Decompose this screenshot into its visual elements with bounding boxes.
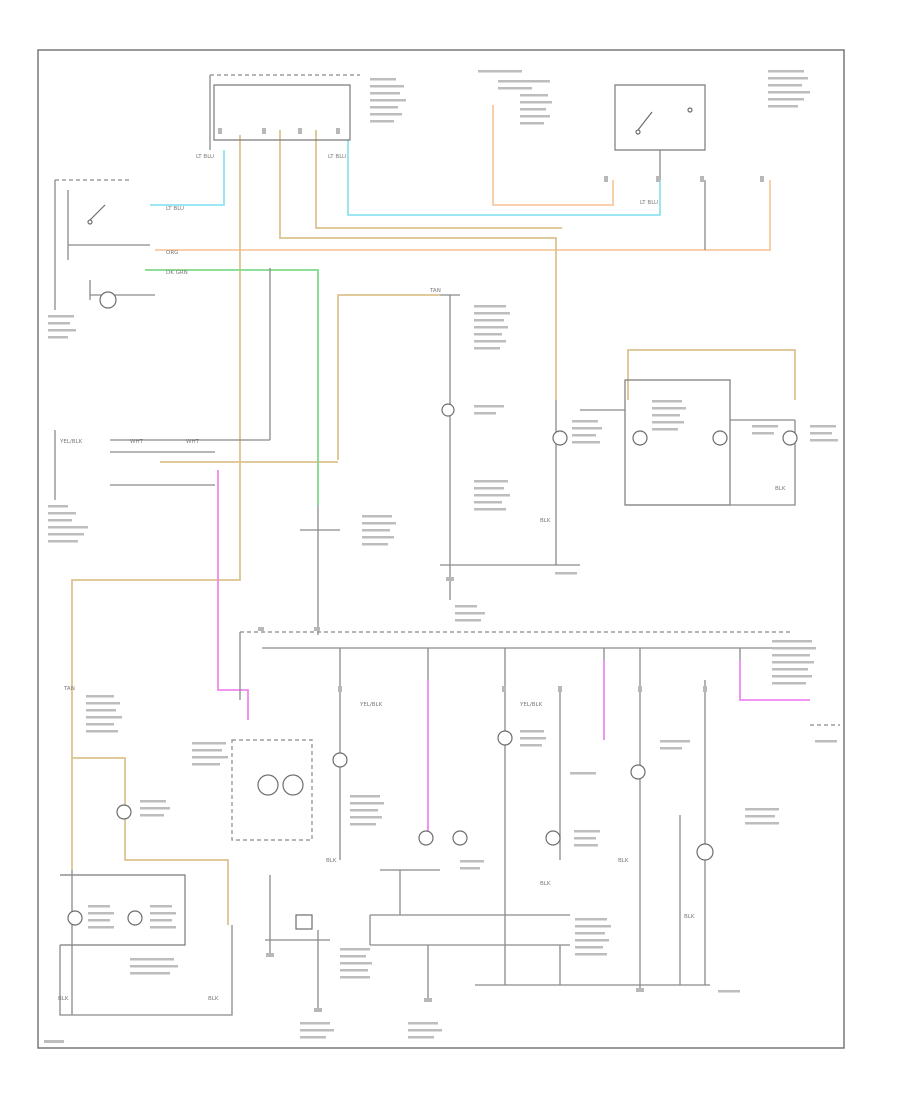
label-lt-blu-1: LT BLU	[196, 154, 214, 160]
wire-tan-4	[337, 294, 440, 460]
wire-tan-6	[627, 349, 796, 400]
label-blk-4: BLK	[540, 881, 551, 887]
lamp-row-2-icon	[332, 752, 348, 768]
component-label-blocks	[44, 70, 838, 1043]
lamp-right-c-icon	[782, 430, 798, 446]
wire-labels: LT BLU LT BLU LT BLU LT BLU ORG DK GRN T…	[58, 154, 786, 1002]
wire-lt-blu-left	[150, 150, 225, 206]
wire-orange-main	[155, 180, 771, 251]
dimmer-lamp-icon	[99, 291, 117, 309]
module-gauge-left-icon	[257, 774, 279, 796]
lamp-left-icon	[552, 430, 568, 446]
wire-pink-4	[739, 660, 810, 701]
lamp-row-7-icon	[630, 764, 646, 780]
label-lt-blu-4: LT BLU	[640, 200, 658, 206]
relay-switch-symbol	[635, 107, 693, 135]
headlamp-switch-symbol	[87, 204, 106, 225]
label-yel-blk-1: YEL/BLK	[59, 439, 83, 445]
label-tan-1: TAN	[429, 288, 441, 294]
lamp-box-1-icon	[67, 910, 83, 926]
label-blk-7: BLK	[540, 518, 551, 524]
wire-tan-2	[315, 130, 562, 229]
wires-gray	[54, 74, 840, 1016]
fuse-lamp-icon	[441, 403, 455, 417]
label-dk-grn: DK GRN	[166, 270, 188, 276]
label-wht-1: WHT	[130, 439, 144, 445]
wire-lt-blu-top	[347, 140, 661, 216]
wire-green	[145, 269, 319, 505]
lamp-row-8-icon	[696, 843, 714, 861]
wire-pink-1	[217, 470, 249, 720]
label-blk-1: BLK	[58, 996, 69, 1002]
label-blk-8: BLK	[775, 486, 786, 492]
module-gauge-right-icon	[282, 774, 304, 796]
connector-ticks	[218, 128, 764, 692]
ground-symbols	[266, 577, 644, 1012]
label-blk-6: BLK	[684, 914, 695, 920]
wires-colored	[71, 105, 810, 925]
diagram-frame	[37, 49, 845, 1049]
label-tan-2: TAN	[63, 686, 75, 692]
label-wht-2: WHT	[186, 439, 200, 445]
lamp-right-b-icon	[712, 430, 728, 446]
lamp-row-1-icon	[116, 804, 132, 820]
label-lt-blu-2: LT BLU	[328, 154, 346, 160]
lamp-row-6-icon	[545, 830, 561, 846]
lamp-row-3-icon	[418, 830, 434, 846]
label-yel-blk-2: YEL/BLK	[359, 702, 383, 708]
wire-tan-7	[72, 757, 229, 925]
label-blk-5: BLK	[618, 858, 629, 864]
label-yel-blk-3: YEL/BLK	[519, 702, 543, 708]
wire-tan-3	[71, 135, 241, 870]
label-blk-3: BLK	[326, 858, 337, 864]
components	[67, 107, 798, 1012]
label-lt-blu-3: LT BLU	[166, 206, 184, 212]
lamp-row-4-icon	[452, 830, 468, 846]
lamp-row-5-icon	[497, 730, 513, 746]
lamp-right-a-icon	[632, 430, 648, 446]
label-blk-2: BLK	[208, 996, 219, 1002]
wire-tan-1	[279, 130, 557, 400]
label-org-1: ORG	[166, 250, 178, 256]
wire-orange-top	[492, 105, 614, 206]
lamp-box-2-icon	[127, 910, 143, 926]
